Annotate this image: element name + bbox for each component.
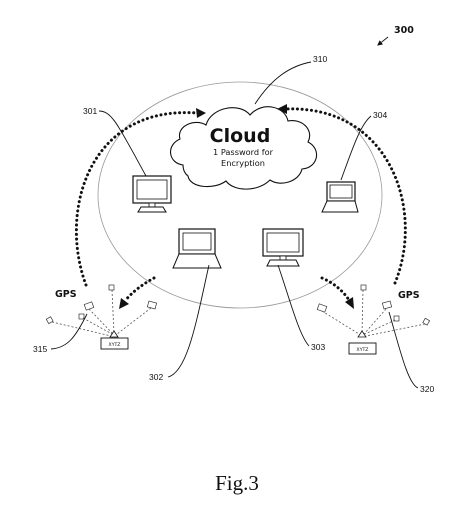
laptop-right-leader — [340, 115, 372, 181]
arc-left-arrowhead — [196, 108, 206, 118]
gps-left-ref-label: 315 — [33, 344, 47, 354]
figure-ref-number: 300 — [394, 25, 414, 36]
computer-right-ref-label: 303 — [311, 342, 325, 352]
computer-right-leader — [277, 264, 310, 347]
laptop-right — [321, 181, 359, 213]
cloud-line-1: 1 Password for — [213, 147, 274, 157]
laptop-left-leader — [167, 264, 210, 378]
gps-receiver-right: XYTZ — [348, 330, 377, 355]
arc-left-short-arrowhead — [119, 298, 129, 309]
figure-ref-arrow — [377, 36, 389, 46]
dotted-arc-left-short — [123, 276, 156, 303]
cloud-title: Cloud — [210, 125, 271, 147]
cloud-ref-label: 310 — [313, 54, 327, 64]
laptop-right-ref-label: 304 — [373, 110, 387, 120]
gps-right-label: GPS — [398, 290, 420, 301]
satellite-icons-left — [45, 284, 158, 325]
network-oval — [97, 81, 383, 309]
desktop-computer-left — [132, 175, 172, 213]
gps-right-ref-label: 320 — [420, 384, 434, 394]
gps-left-leader — [50, 313, 88, 350]
gps-receiver-right-label: XYTZ — [357, 347, 369, 353]
satellite-icons-right — [316, 284, 431, 326]
arc-right-short-arrowhead — [345, 297, 354, 309]
gps-right-leader — [388, 311, 419, 389]
gps-receiver-left: XYTZ — [100, 330, 129, 350]
satellite-signal-lines-left — [51, 289, 152, 337]
satellite-signal-lines-right — [321, 289, 426, 337]
gps-left-label: GPS — [55, 289, 77, 300]
dotted-arc-right-short — [320, 276, 351, 302]
computer-left-ref-label: 301 — [83, 106, 97, 116]
cloud-line-2: Encryption — [221, 158, 265, 168]
desktop-computer-right — [262, 228, 304, 267]
dotted-arc-left — [74, 111, 199, 287]
gps-receiver-left-label: XYTZ — [109, 342, 121, 348]
computer-left-leader — [98, 110, 147, 177]
cloud-shape — [170, 106, 318, 190]
laptop-left — [172, 228, 222, 269]
laptop-left-ref-label: 302 — [149, 372, 163, 382]
arc-right-arrowhead — [277, 104, 287, 114]
figure-caption: Fig.3 — [215, 471, 259, 495]
cloud-ref-leader — [254, 61, 312, 105]
